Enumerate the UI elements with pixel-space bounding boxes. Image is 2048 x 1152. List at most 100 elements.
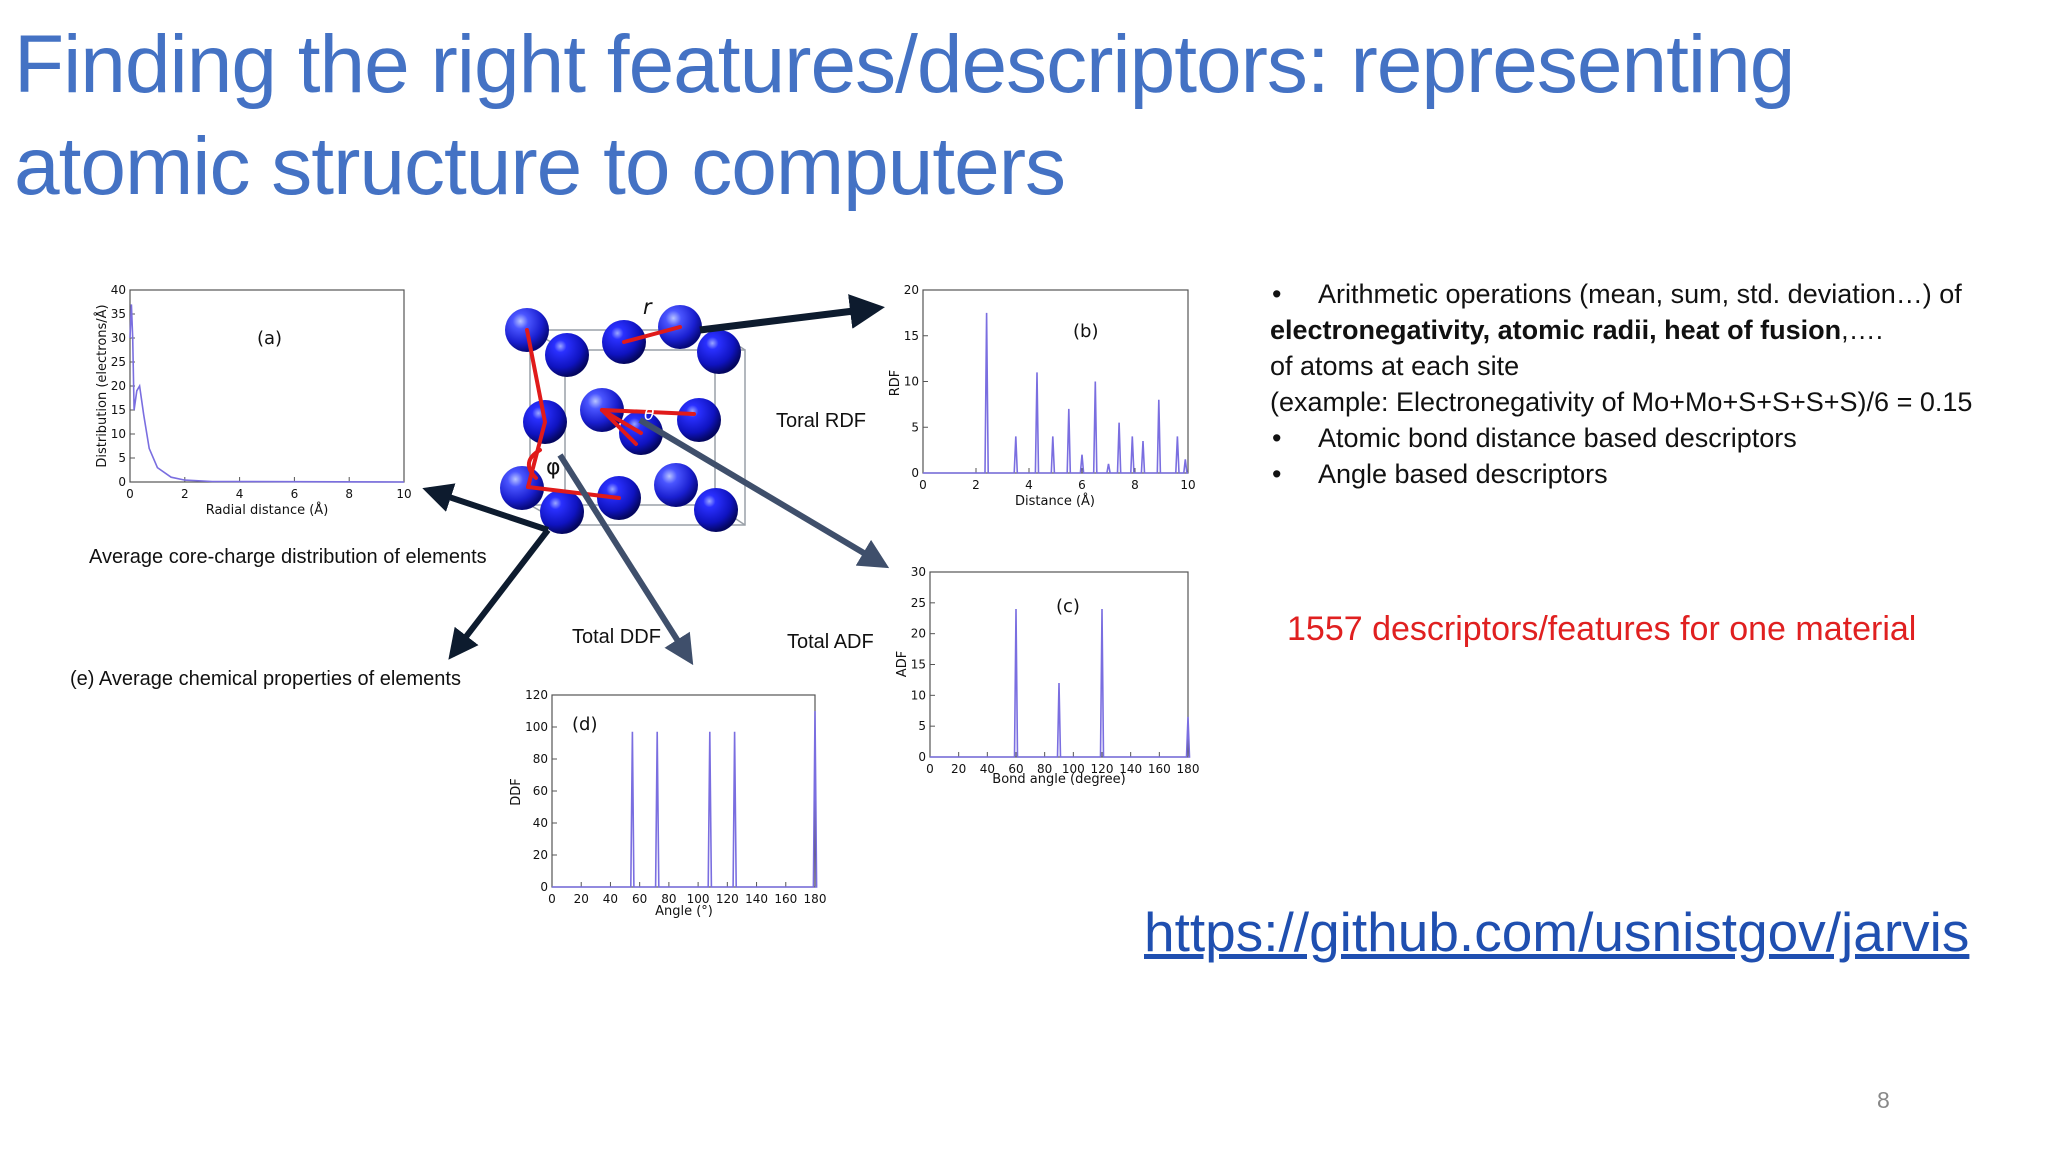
panel-a-ytick-label: 25 (111, 355, 126, 369)
panel-a-label: (a) (257, 328, 282, 349)
panel-b-label: (b) (1073, 321, 1098, 342)
panel-a-ytick-label: 30 (111, 331, 126, 345)
label-adf: Total ADF (787, 631, 874, 653)
panel-c-xtick-label: 0 (926, 762, 934, 776)
arrow-to-chem-props (448, 528, 551, 660)
label-rdf: Toral RDF (776, 410, 867, 432)
page-number: 8 (1877, 1087, 1890, 1113)
label-phi: φ (546, 455, 561, 480)
panel-c-xtick-label: 160 (1148, 762, 1171, 776)
panel-c-xtick-label: 120 (1091, 762, 1114, 776)
panel-c-xtick-label: 80 (1037, 762, 1052, 776)
panel-c-xlabel: Bond angle (degree) (992, 772, 1125, 787)
panel-c-ytick-label: 20 (911, 627, 926, 641)
panel-d-ylabel: DDF (509, 778, 524, 806)
panel-d-xtick-label: 160 (774, 892, 797, 906)
panel-b-ytick-label: 0 (911, 466, 919, 480)
panel-c-ytick-label: 10 (911, 688, 926, 702)
panel-d-xtick-label: 120 (716, 892, 739, 906)
panel-a-xtick-label: 2 (181, 487, 189, 501)
panel-a-ytick-label: 10 (111, 427, 126, 441)
slide-title: Finding the right features/descriptors: … (14, 14, 1994, 218)
panel-b-xtick-label: 6 (1078, 478, 1086, 492)
panel-c-label: (c) (1056, 596, 1080, 617)
panel-c-xtick-label: 60 (1008, 762, 1023, 776)
panel-d-xtick-label: 20 (574, 892, 589, 906)
panel-b-peaks (923, 312, 1188, 474)
panel-b-xtick-label: 4 (1025, 478, 1033, 492)
panel-a-ytick-label: 15 (111, 403, 126, 417)
bullet-list: Arithmetic operations (mean, sum, std. d… (1270, 276, 2030, 492)
panel-d-ytick-label: 20 (533, 848, 548, 862)
arrow-to-core-charge (422, 483, 549, 533)
panel-c-xtick-label: 40 (980, 762, 995, 776)
bullet-1-end: ,…. (1841, 315, 1884, 345)
panel-b-ytick-label: 15 (904, 329, 919, 343)
panel-b-ylabel: RDF (888, 370, 903, 397)
label-core-charge: Average core-charge distribution of elem… (89, 546, 487, 568)
panel-a-xtick-label: 10 (396, 487, 411, 501)
crystal-structure: r θ φ (500, 295, 746, 534)
panel-d-ytick-label: 60 (533, 784, 548, 798)
arrow-to-adf (638, 417, 890, 569)
title-line-1: Finding the right features/descriptors: … (14, 19, 1795, 110)
label-theta: θ (644, 405, 655, 425)
panel-d-xtick-label: 40 (603, 892, 618, 906)
panel-d-peaks (552, 710, 818, 888)
panel-c-peaks (930, 608, 1191, 758)
panel-d-ytick-label: 0 (540, 880, 548, 894)
panel-c-xtick-label: 140 (1119, 762, 1142, 776)
bullet-1-bold: electronegativity, atomic radii, heat of… (1270, 315, 1842, 345)
panel-c-ytick-label: 30 (911, 565, 926, 579)
panel-d-xtick-label: 100 (687, 892, 710, 906)
panel-c-ytick-label: 25 (911, 596, 926, 610)
panel-d-xtick-label: 0 (548, 892, 556, 906)
panel-c-xtick-label: 180 (1177, 762, 1200, 776)
panel-d-ytick-label: 80 (533, 752, 548, 766)
panel-c-ytick-label: 15 (911, 658, 926, 672)
panel-c-xtick-label: 20 (951, 762, 966, 776)
bullet-1-line-3: of atoms at each site (1270, 351, 1520, 381)
panel-d-ytick-label: 40 (533, 816, 548, 830)
title-line-2: atomic structure to computers (14, 121, 1066, 212)
panel-b-xtick-label: 2 (972, 478, 980, 492)
panel-b-xtick-label: 0 (919, 478, 927, 492)
panel-c-ytick-label: 0 (918, 750, 926, 764)
label-chem-props: (e) Average chemical properties of eleme… (70, 668, 461, 690)
panel-a-xlabel: Radial distance (Å) (206, 502, 329, 518)
bullet-1-line-2: electronegativity, atomic radii, heat of… (1270, 312, 2030, 348)
panel-a-ytick-label: 20 (111, 379, 126, 393)
panel-d-xtick-label: 60 (632, 892, 647, 906)
panel-d-xlabel: Angle (°) (655, 904, 713, 919)
panel-b-ytick-label: 20 (904, 283, 919, 297)
bullet-2: Atomic bond distance based descriptors (1270, 420, 2030, 456)
panel-d-xtick-label: 80 (661, 892, 676, 906)
arrow-to-ddf (557, 453, 694, 666)
panel-b-xtick-label: 10 (1180, 478, 1195, 492)
panel-c-xtick-label: 100 (1062, 762, 1085, 776)
descriptor-count-highlight: 1557 descriptors/features for one materi… (1287, 610, 1917, 648)
label-ddf: Total DDF (572, 626, 661, 648)
panel-c-ylabel: ADF (895, 651, 910, 677)
panel-b-ytick-label: 10 (904, 375, 919, 389)
panel-d-xtick-label: 180 (804, 892, 827, 906)
jarvis-github-link[interactable]: https://github.com/usnistgov/jarvis (1144, 901, 1970, 963)
panel-b-xtick-label: 8 (1131, 478, 1139, 492)
panel-a-ytick-label: 5 (118, 451, 126, 465)
bullet-1: Arithmetic operations (mean, sum, std. d… (1270, 276, 2030, 312)
arrows (422, 294, 890, 666)
panel-d-ytick-label: 100 (525, 720, 548, 734)
panel-c-ytick-label: 5 (918, 719, 926, 733)
panel-a-ytick-label: 0 (118, 475, 126, 489)
panel-a-ylabel: Distribution (electrons/Å) (94, 304, 110, 467)
panel-a-xtick-label: 6 (291, 487, 299, 501)
bullet-1-line-4: (example: Electronegativity of Mo+Mo+S+S… (1270, 387, 1973, 417)
panel-b-xlabel: Distance (Å) (1015, 493, 1095, 509)
panel-a-curve (129, 304, 405, 483)
panel-c: 0 20 40 60 80 100 120 140 160 180 0 5 10 15 20 25 30 (c)… (895, 565, 1199, 787)
panel-d-label: (d) (572, 714, 597, 735)
panel-d-xtick-label: 140 (745, 892, 768, 906)
